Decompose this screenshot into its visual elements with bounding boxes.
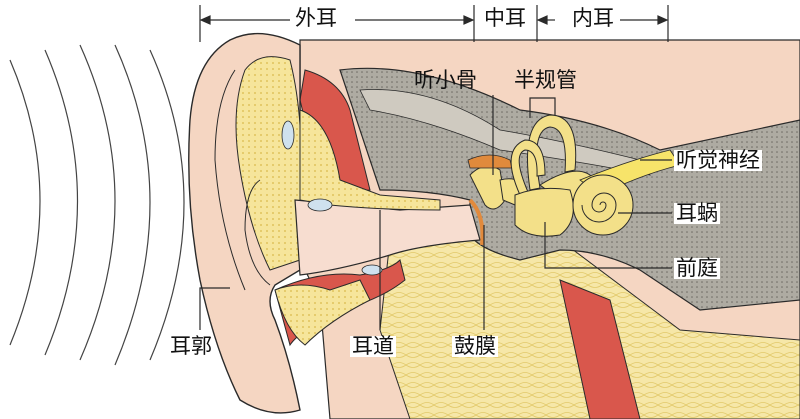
leader-lines [199,95,672,330]
lower-cartilage [274,279,371,346]
label-auricle: 耳郭 [168,334,214,358]
section-bracket [199,5,669,42]
auricle-fold [214,69,246,291]
cochlea-spiral [581,192,617,223]
vestibule [514,187,574,237]
label-outer-ear: 外耳 [293,6,339,30]
cartilage-gap [281,120,295,150]
label-ossicles: 听小骨 [414,68,477,92]
label-cochlea: 耳蜗 [674,201,720,225]
muscle-right [559,279,641,419]
label-auditory-nerve: 听觉神经 [674,148,762,172]
label-vestibule: 前庭 [674,256,720,280]
cartilage-gap [307,198,333,212]
label-inner-ear: 内耳 [570,6,616,30]
cochlea [572,174,634,236]
label-middle-ear: 中耳 [482,6,528,30]
concha [244,179,271,286]
cartilage-gap [361,264,383,276]
sound-waves [9,44,185,366]
label-semicircular-canals: 半规管 [514,68,577,92]
label-eardrum: 鼓膜 [452,334,498,358]
label-ear-canal: 耳道 [350,334,396,358]
bone-layer [359,89,651,176]
eardrum [468,198,485,246]
canal-cartilage-upper [299,109,441,211]
